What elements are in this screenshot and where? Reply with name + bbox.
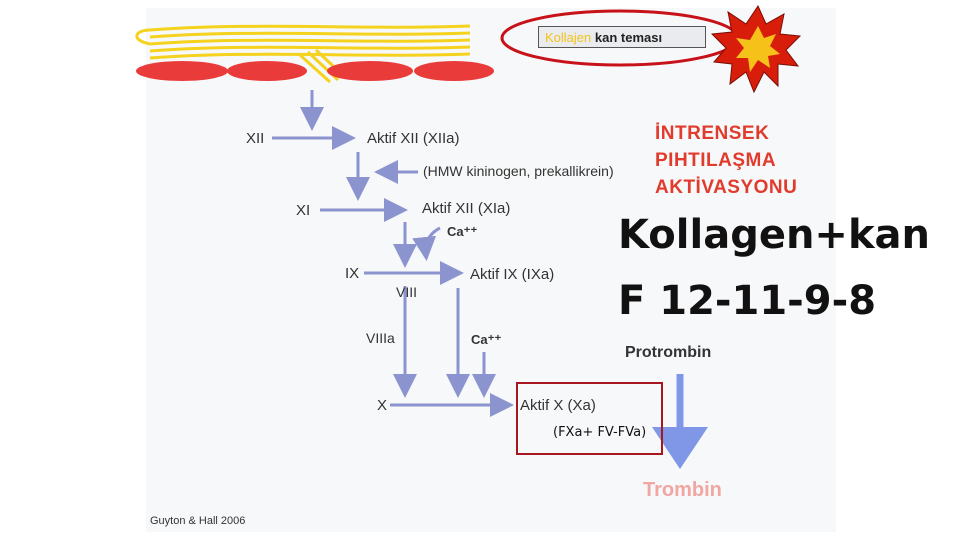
starburst-core <box>736 26 780 72</box>
label-trombin: Trombin <box>643 479 722 501</box>
title-rest: kan teması <box>594 30 663 45</box>
label-viii: VIII <box>396 284 418 300</box>
collagen-fibers <box>135 24 471 84</box>
label-x: X <box>377 397 388 414</box>
heading-line-3: AKTİVASYONU <box>655 177 798 198</box>
xa-highlight-box <box>516 382 663 455</box>
label-xi: XI <box>296 202 311 219</box>
big-text-line-1: Kollagen+kan <box>618 212 931 258</box>
kollajen-title-box: Kollajen kan teması <box>538 26 706 48</box>
cascade-arrows <box>272 90 514 417</box>
big-text-line-2: F 12-11-9-8 <box>618 278 877 324</box>
label-viiia: VIIIa <box>366 330 395 346</box>
heading-line-1: İNTRENSEK <box>655 123 770 144</box>
diagram-panel <box>146 8 836 532</box>
label-aktif-xia: Aktif XII (XIa) <box>422 200 511 217</box>
label-aktif-xa: Aktif X (Xa) <box>520 397 596 414</box>
label-xii: XII <box>246 130 265 147</box>
label-hmw: (HMW kininogen, prekallikrein) <box>423 163 614 179</box>
label-protrombin: Protrombin <box>625 344 712 361</box>
label-ix: IX <box>345 265 360 282</box>
intrensek-heading: İNTRENSEK PIHTILAŞMA AKTİVASYONU <box>655 120 797 201</box>
source-credit: Guyton & Hall 2006 <box>150 515 246 527</box>
label-ca-mid: Ca⁺⁺ <box>471 332 502 347</box>
title-highlight: Kollajen <box>545 30 592 45</box>
label-ca-top: Ca⁺⁺ <box>447 224 478 239</box>
label-fxa-complex: (FXa+ FV-FVa) <box>553 425 647 440</box>
red-blood-cells <box>136 61 494 81</box>
heading-line-2: PIHTILAŞMA <box>655 150 777 171</box>
label-aktif-ixa: Aktif IX (IXa) <box>470 266 555 283</box>
label-aktif-xiia: Aktif XII (XIIa) <box>367 130 460 147</box>
